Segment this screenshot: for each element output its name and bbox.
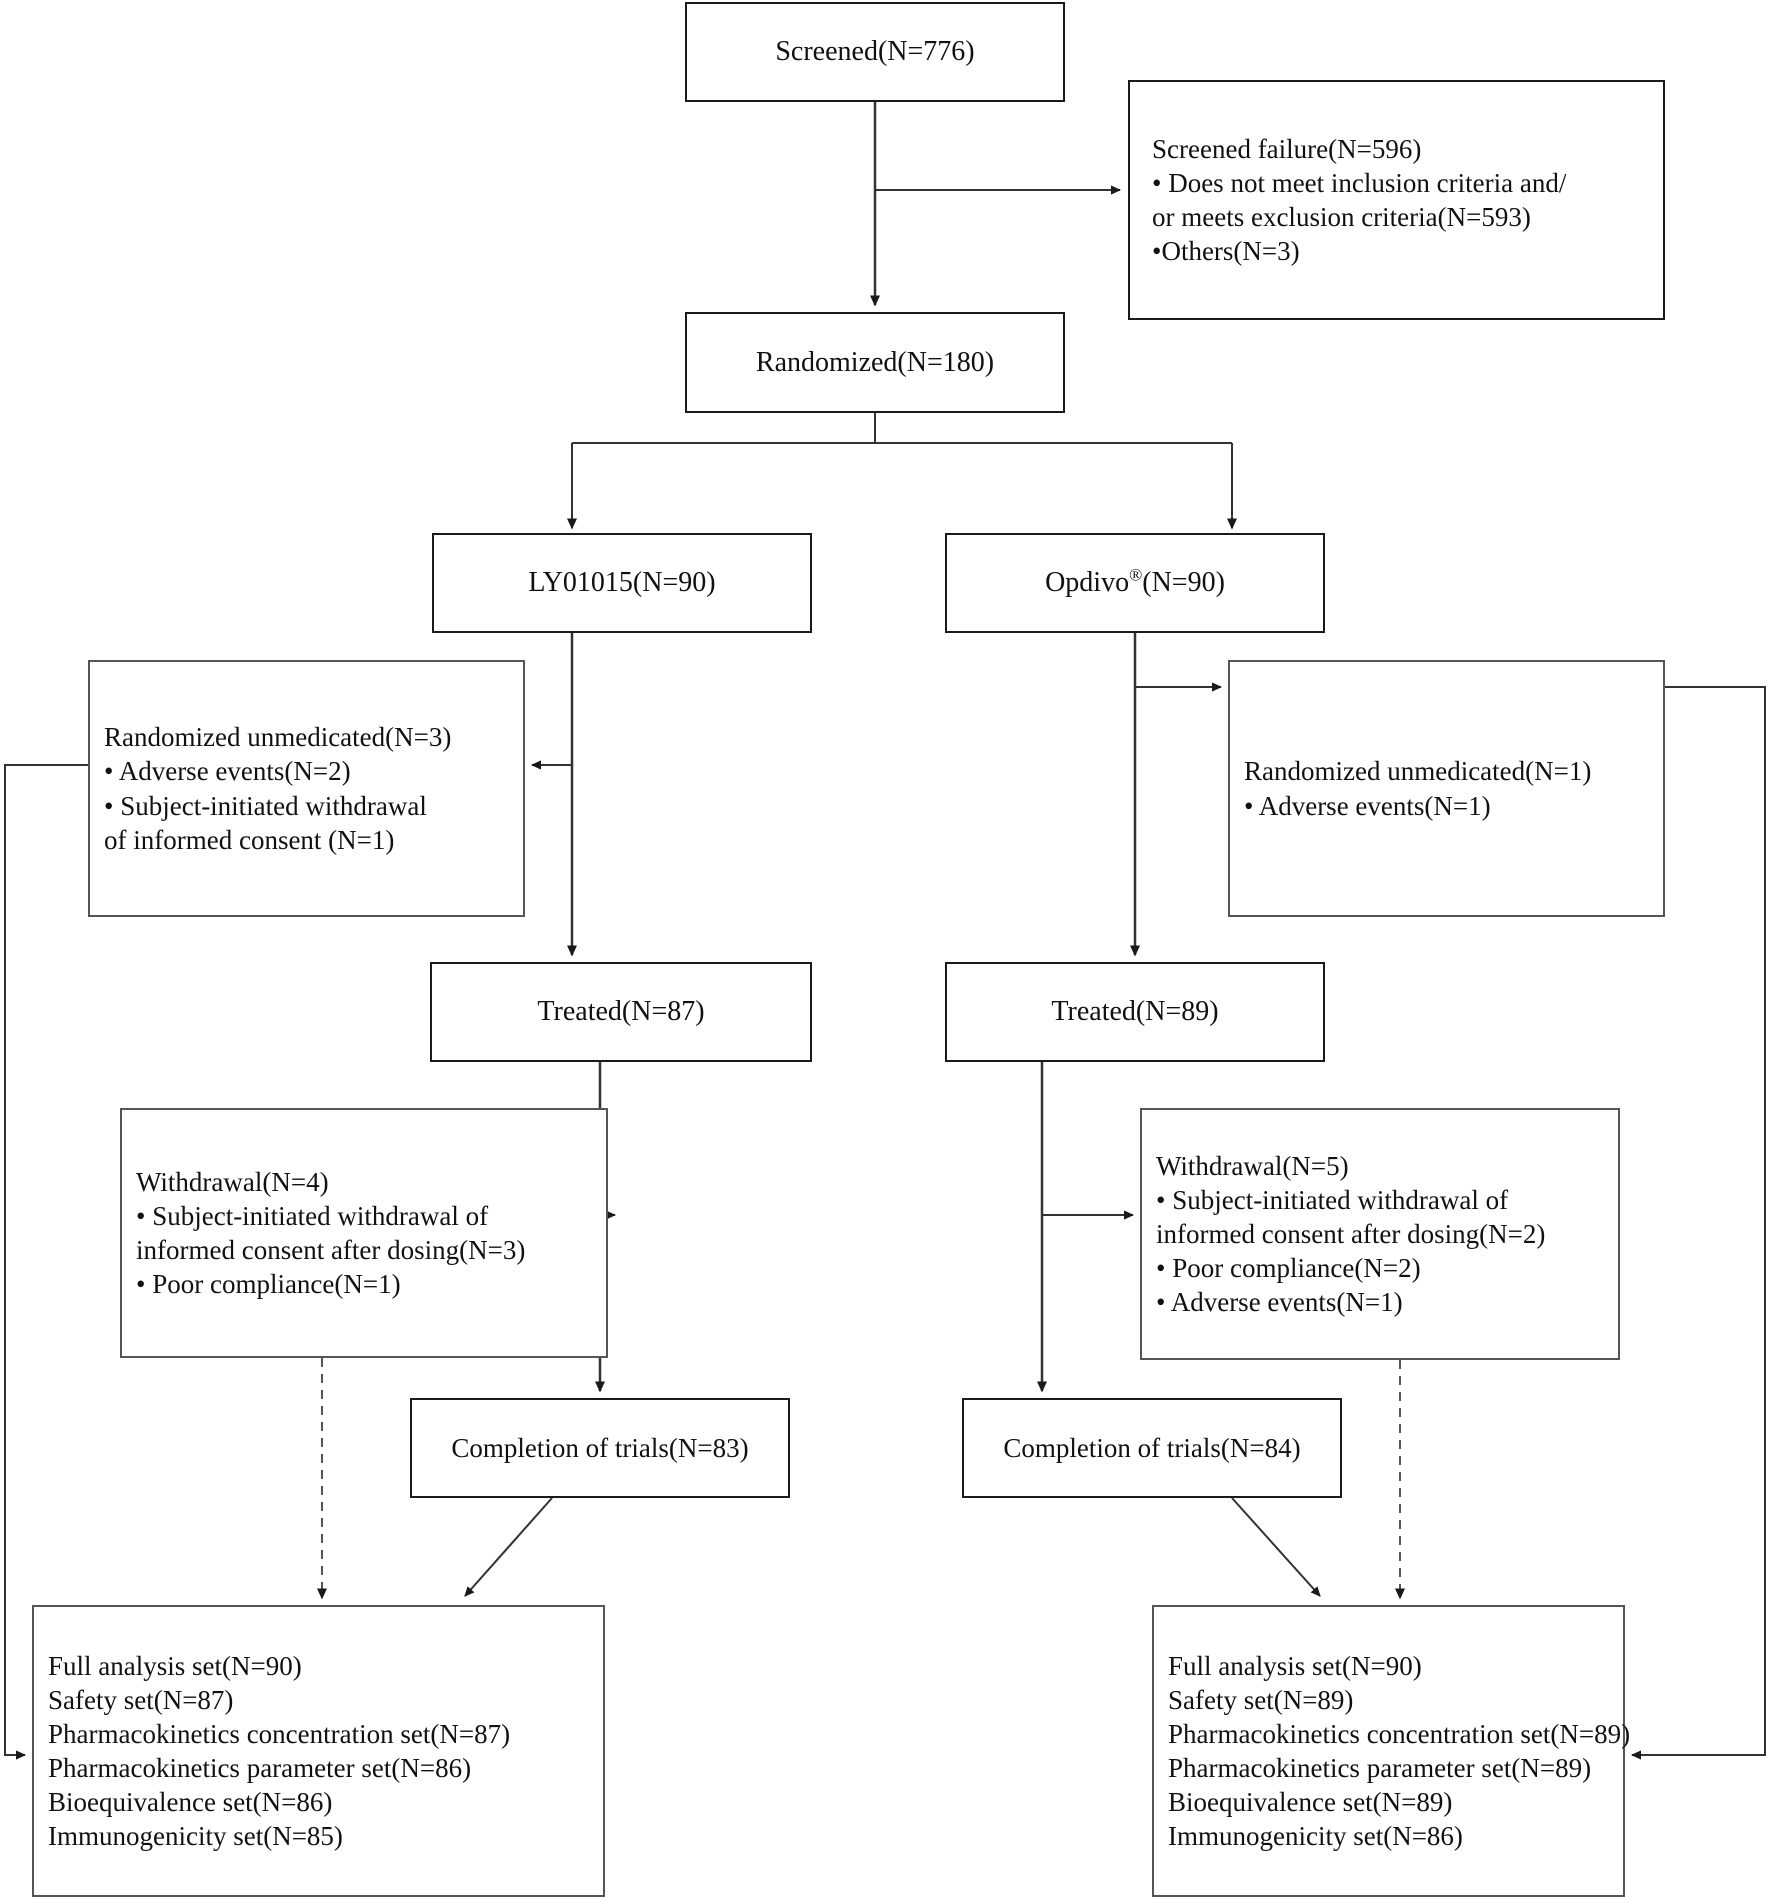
- node-unmedicated-left-heading: Randomized unmedicated(N=3): [104, 722, 452, 753]
- node-withdrawal-right-item-1: • Subject-initiated withdrawal of: [1156, 1184, 1509, 1215]
- node-completion-left-label: Completion of trials(N=83): [451, 1432, 749, 1463]
- node-withdrawal-left: Withdrawal(N=4) • Subject-initiated with…: [120, 1108, 608, 1358]
- node-unmedicated-left: Randomized unmedicated(N=3) • Adverse ev…: [88, 660, 525, 917]
- node-unmedicated-left-item-1: • Adverse events(N=2): [104, 756, 351, 787]
- node-screened-failure-item-2: or meets exclusion criteria(N=593): [1152, 202, 1531, 232]
- node-screened-failure: Screened failure(N=596) • Does not meet …: [1128, 80, 1665, 320]
- node-randomized: Randomized(N=180): [685, 312, 1065, 413]
- node-analysis-sets-left-item-2: Safety set(N=87): [48, 1684, 234, 1715]
- node-analysis-sets-right-item-1: Full analysis set(N=90): [1168, 1650, 1422, 1681]
- node-analysis-sets-right-item-2: Safety set(N=89): [1168, 1684, 1354, 1715]
- node-unmedicated-left-item-2: • Subject-initiated withdrawal: [104, 790, 427, 821]
- node-arm-opdivo-brand: Opdivo: [1045, 567, 1130, 599]
- node-analysis-sets-left: Full analysis set(N=90) Safety set(N=87)…: [32, 1605, 605, 1897]
- node-unmedicated-left-item-3: of informed consent (N=1): [104, 824, 395, 855]
- node-analysis-sets-left-item-4: Pharmacokinetics parameter set(N=86): [48, 1753, 472, 1783]
- connector-completion-left-to-analysis-left: [464, 1497, 553, 1597]
- node-completion-right: Completion of trials(N=84): [962, 1398, 1342, 1498]
- node-analysis-sets-right-item-4: Pharmacokinetics parameter set(N=89): [1168, 1753, 1592, 1783]
- node-unmedicated-right: Randomized unmedicated(N=1) • Adverse ev…: [1228, 660, 1665, 917]
- node-analysis-sets-right-item-5: Bioequivalence set(N=89): [1168, 1787, 1453, 1818]
- node-analysis-sets-left-item-6: Immunogenicity set(N=85): [48, 1821, 343, 1852]
- node-withdrawal-right-item-4: • Adverse events(N=1): [1156, 1287, 1403, 1318]
- node-withdrawal-left-heading: Withdrawal(N=4): [136, 1166, 329, 1197]
- node-screened-label: Screened(N=776): [775, 36, 975, 68]
- node-completion-left: Completion of trials(N=83): [410, 1398, 790, 1498]
- node-arm-opdivo-label: Opdivo®(N=90): [1045, 565, 1225, 600]
- node-analysis-sets-left-item-5: Bioequivalence set(N=86): [48, 1787, 333, 1818]
- node-withdrawal-right: Withdrawal(N=5) • Subject-initiated with…: [1140, 1108, 1620, 1360]
- node-arm-opdivo-count: (N=90): [1142, 567, 1225, 599]
- node-treated-right: Treated(N=89): [945, 962, 1325, 1062]
- node-arm-opdivo: Opdivo®(N=90): [945, 533, 1325, 633]
- node-withdrawal-right-item-3: • Poor compliance(N=2): [1156, 1253, 1421, 1283]
- node-analysis-sets-left-item-1: Full analysis set(N=90): [48, 1650, 302, 1681]
- node-analysis-sets-right: Full analysis set(N=90) Safety set(N=89)…: [1152, 1605, 1630, 1897]
- node-unmedicated-right-item-1: • Adverse events(N=1): [1244, 790, 1491, 821]
- node-withdrawal-left-item-2: informed consent after dosing(N=3): [136, 1235, 526, 1265]
- node-analysis-sets-right-item-3: Pharmacokinetics concentration set(N=89): [1168, 1718, 1631, 1749]
- registered-trademark-icon: ®: [1129, 566, 1143, 586]
- node-arm-ly01015-label: LY01015(N=90): [528, 567, 716, 599]
- node-withdrawal-right-heading: Withdrawal(N=5): [1156, 1150, 1349, 1181]
- node-randomized-label: Randomized(N=180): [755, 346, 995, 378]
- node-analysis-sets-left-item-3: Pharmacokinetics concentration set(N=87): [48, 1718, 511, 1749]
- node-withdrawal-left-item-3: • Poor compliance(N=1): [136, 1269, 401, 1300]
- node-screened-failure-heading: Screened failure(N=596): [1152, 133, 1422, 164]
- node-unmedicated-right-heading: Randomized unmedicated(N=1): [1244, 756, 1592, 787]
- node-screened: Screened(N=776): [685, 2, 1065, 102]
- node-screened-failure-item-1: • Does not meet inclusion criteria and/: [1152, 167, 1567, 198]
- node-withdrawal-right-item-2: informed consent after dosing(N=2): [1156, 1218, 1546, 1249]
- node-withdrawal-left-item-1: • Subject-initiated withdrawal of: [136, 1200, 489, 1231]
- node-screened-failure-item-3: •Others(N=3): [1152, 236, 1300, 267]
- node-treated-left: Treated(N=87): [430, 962, 812, 1062]
- node-treated-right-label: Treated(N=89): [1051, 996, 1219, 1028]
- connector-randomized-split: [571, 413, 1233, 526]
- node-treated-left-label: Treated(N=87): [537, 996, 705, 1028]
- connector-completion-right-to-analysis-right: [1231, 1497, 1321, 1597]
- node-arm-ly01015: LY01015(N=90): [432, 533, 812, 633]
- node-analysis-sets-right-item-6: Immunogenicity set(N=86): [1168, 1821, 1463, 1852]
- node-completion-right-label: Completion of trials(N=84): [1003, 1432, 1301, 1463]
